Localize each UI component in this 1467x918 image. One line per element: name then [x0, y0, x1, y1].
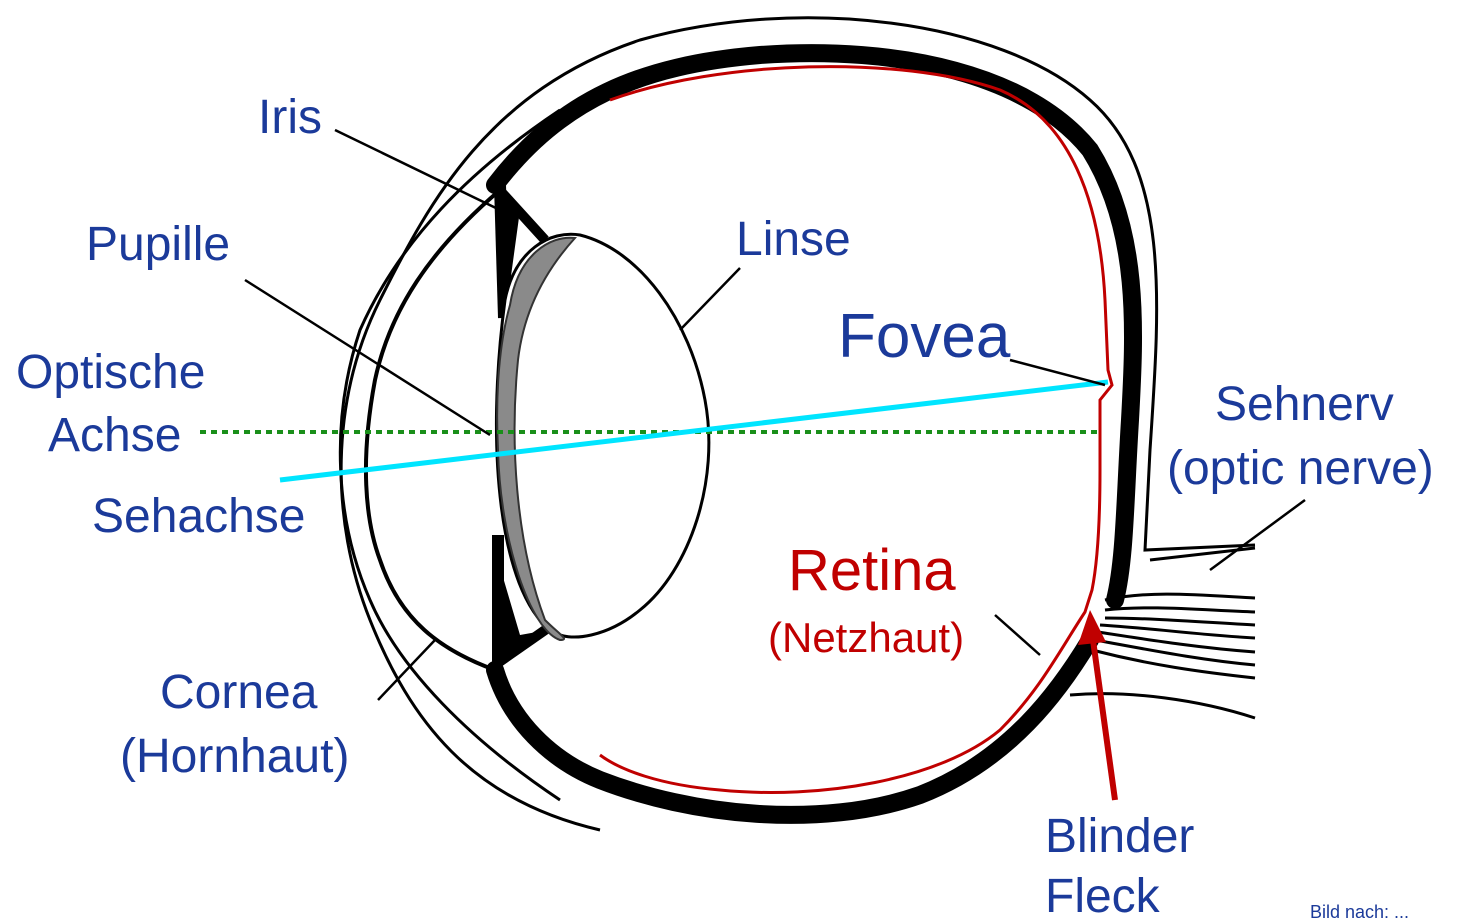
- label-fovea: Fovea: [838, 302, 1011, 371]
- label-linse: Linse: [736, 213, 851, 266]
- label-pupille: Pupille: [86, 218, 230, 271]
- label-optic-nerve: (optic nerve): [1167, 442, 1434, 495]
- label-sehnerv: Sehnerv: [1215, 378, 1394, 431]
- image-credit: Bild nach: ...: [1310, 902, 1409, 918]
- label-hornhaut: (Hornhaut): [120, 730, 349, 783]
- sclera-outer-line: [341, 18, 1255, 830]
- label-netzhaut: (Netzhaut): [768, 614, 964, 661]
- label-cornea: Cornea: [160, 666, 318, 719]
- label-blinder: Blinder: [1045, 810, 1194, 863]
- blind-spot-arrow-shaft: [1093, 640, 1115, 800]
- label-sehachse: Sehachse: [92, 490, 306, 543]
- label-optische: Optische: [16, 346, 205, 399]
- label-achse: Achse: [48, 409, 181, 462]
- label-retina: Retina: [788, 538, 956, 603]
- iris-upper-bar: [500, 185, 504, 318]
- label-fleck: Fleck: [1045, 870, 1161, 918]
- label-iris: Iris: [258, 91, 322, 144]
